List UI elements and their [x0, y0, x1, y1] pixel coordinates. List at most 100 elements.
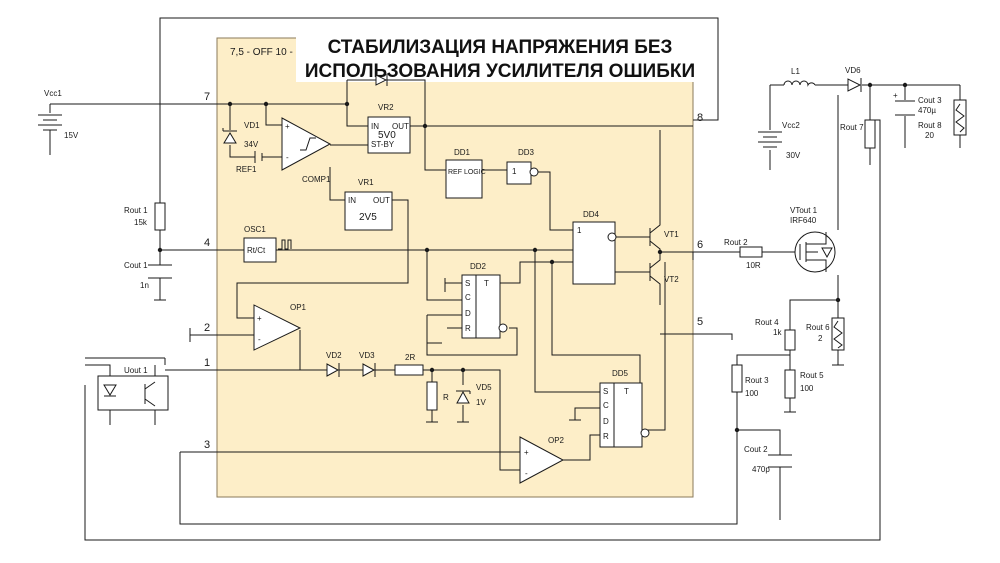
- dd2-s: S: [465, 279, 470, 288]
- vd1-value: 34V: [244, 140, 259, 149]
- comp1-label: COMP1: [302, 175, 331, 184]
- top-diode: [375, 74, 388, 86]
- rout8-value: 20: [925, 131, 934, 140]
- rout5-label: Rout 5: [800, 371, 824, 380]
- title-line-2: ИСПОЛЬЗОВАНИЯ УСИЛИТЕЛЯ ОШИБКИ: [305, 61, 695, 82]
- vd5-label: VD5: [476, 383, 492, 392]
- cout1-capacitor: [148, 264, 172, 279]
- vcc2-value: 30V: [786, 151, 801, 160]
- dd4-block: [572, 221, 616, 285]
- pulse-icon: [278, 239, 292, 250]
- optocoupler-led: [103, 384, 117, 396]
- op2-label: OP2: [548, 436, 565, 445]
- pin-2-label: 2: [204, 322, 210, 334]
- vt1-transistor: [649, 220, 661, 252]
- vr1-value: 2V5: [359, 212, 377, 223]
- rout1-label: Rout 1: [124, 206, 148, 215]
- cout2-capacitor: [768, 454, 792, 468]
- dd5-d: D: [603, 417, 609, 426]
- vtout1-value: IRF640: [790, 216, 817, 225]
- pin-8-label: 8: [697, 112, 703, 124]
- vr1-block: [344, 191, 393, 231]
- vr1-out: OUT: [373, 196, 390, 205]
- op2-plus: +: [524, 448, 529, 457]
- pin-7-label: 7: [204, 91, 210, 103]
- dd2-inverter-bubble: [498, 323, 508, 333]
- dd5-c: C: [603, 401, 609, 410]
- hysteresis-icon: [300, 137, 316, 151]
- comp1-minus: -: [286, 153, 289, 162]
- pin-1-label: 1: [204, 357, 210, 369]
- dd2-label: DD2: [470, 262, 487, 271]
- rout7-label: Rout 7: [840, 123, 864, 132]
- vcc1-value: 15V: [64, 131, 79, 140]
- dd5-r: R: [603, 432, 609, 441]
- vd2-label: VD2: [326, 351, 342, 360]
- dd5-label: DD5: [612, 369, 629, 378]
- title-background: [296, 34, 708, 82]
- dd3-pin: 1: [512, 167, 517, 176]
- dd2-d: D: [465, 309, 471, 318]
- resistor-r: [426, 381, 438, 411]
- op1-triangle: [253, 304, 302, 351]
- dd4-pin: 1: [577, 226, 582, 235]
- optocoupler-transistor: [144, 381, 156, 407]
- dd3-inverter-bubble: [529, 167, 539, 177]
- cout2-label: Cout 2: [744, 445, 768, 454]
- ref1-source: [254, 151, 263, 163]
- vtout1-label: VTout 1: [790, 206, 818, 215]
- vd5-zener: [456, 390, 471, 404]
- vr2-in: IN: [371, 122, 379, 131]
- vcc2-battery: [758, 131, 782, 148]
- dd2-block: [461, 274, 501, 339]
- vcc1-battery: [38, 114, 62, 155]
- rout2-resistor: [739, 246, 763, 258]
- rout6-label: Rout 6: [806, 323, 830, 332]
- osc1-label: OSC1: [244, 225, 266, 234]
- vr2-block: [367, 116, 411, 154]
- cout1-value: 1n: [140, 281, 149, 290]
- uout1-label: Uout 1: [124, 366, 148, 375]
- rout5-value: 100: [800, 384, 814, 393]
- pin-4-label: 4: [204, 237, 210, 249]
- osc1-text: Rt/Ct: [247, 246, 266, 255]
- vr2-value: 5V0: [378, 130, 396, 141]
- resistor-r-label: R: [443, 393, 449, 402]
- vr2-out: OUT: [392, 122, 409, 131]
- osc1-block: [243, 237, 277, 263]
- pin-5-label: 5: [697, 316, 703, 328]
- rout3-label: Rout 3: [745, 376, 769, 385]
- svg-text:+: +: [893, 91, 898, 100]
- cout2-value: 470p: [752, 465, 770, 474]
- l1-label: L1: [791, 67, 800, 76]
- rout2-label: Rout 2: [724, 238, 748, 247]
- rout8-label: Rout 8: [918, 121, 942, 130]
- dd5-block: [599, 382, 643, 448]
- rout4-label: Rout 4: [755, 318, 779, 327]
- dd4-label: DD4: [583, 210, 600, 219]
- cout3-capacitor: +: [893, 91, 915, 116]
- dd3-label: DD3: [518, 148, 535, 157]
- pin-3-label: 3: [204, 439, 210, 451]
- op2-triangle: [519, 436, 565, 484]
- dd2-c: C: [465, 293, 471, 302]
- vd1-label: VD1: [244, 121, 260, 130]
- cout1-label: Cout 1: [124, 261, 148, 270]
- rout7-resistor: [864, 119, 876, 149]
- op1-minus: -: [258, 335, 261, 344]
- rout8-load: [953, 99, 967, 136]
- cout3-value: 470µ: [918, 106, 936, 115]
- dd5-t: T: [624, 387, 629, 396]
- vcc2-label: Vcc2: [782, 121, 800, 130]
- rout3-resistor: [731, 364, 743, 393]
- vr1-in: IN: [348, 196, 356, 205]
- dd5-inverter-bubble: [640, 428, 650, 438]
- cout3-label: Cout 3: [918, 96, 942, 105]
- op1-plus: +: [257, 314, 262, 323]
- pin-6-label: 6: [697, 239, 703, 251]
- ic-mode-note: 7,5 - OFF 10 - ON: [230, 47, 311, 58]
- resistor-2r: [394, 364, 424, 376]
- dd5-s: S: [603, 387, 608, 396]
- rout6-value: 2: [818, 334, 823, 343]
